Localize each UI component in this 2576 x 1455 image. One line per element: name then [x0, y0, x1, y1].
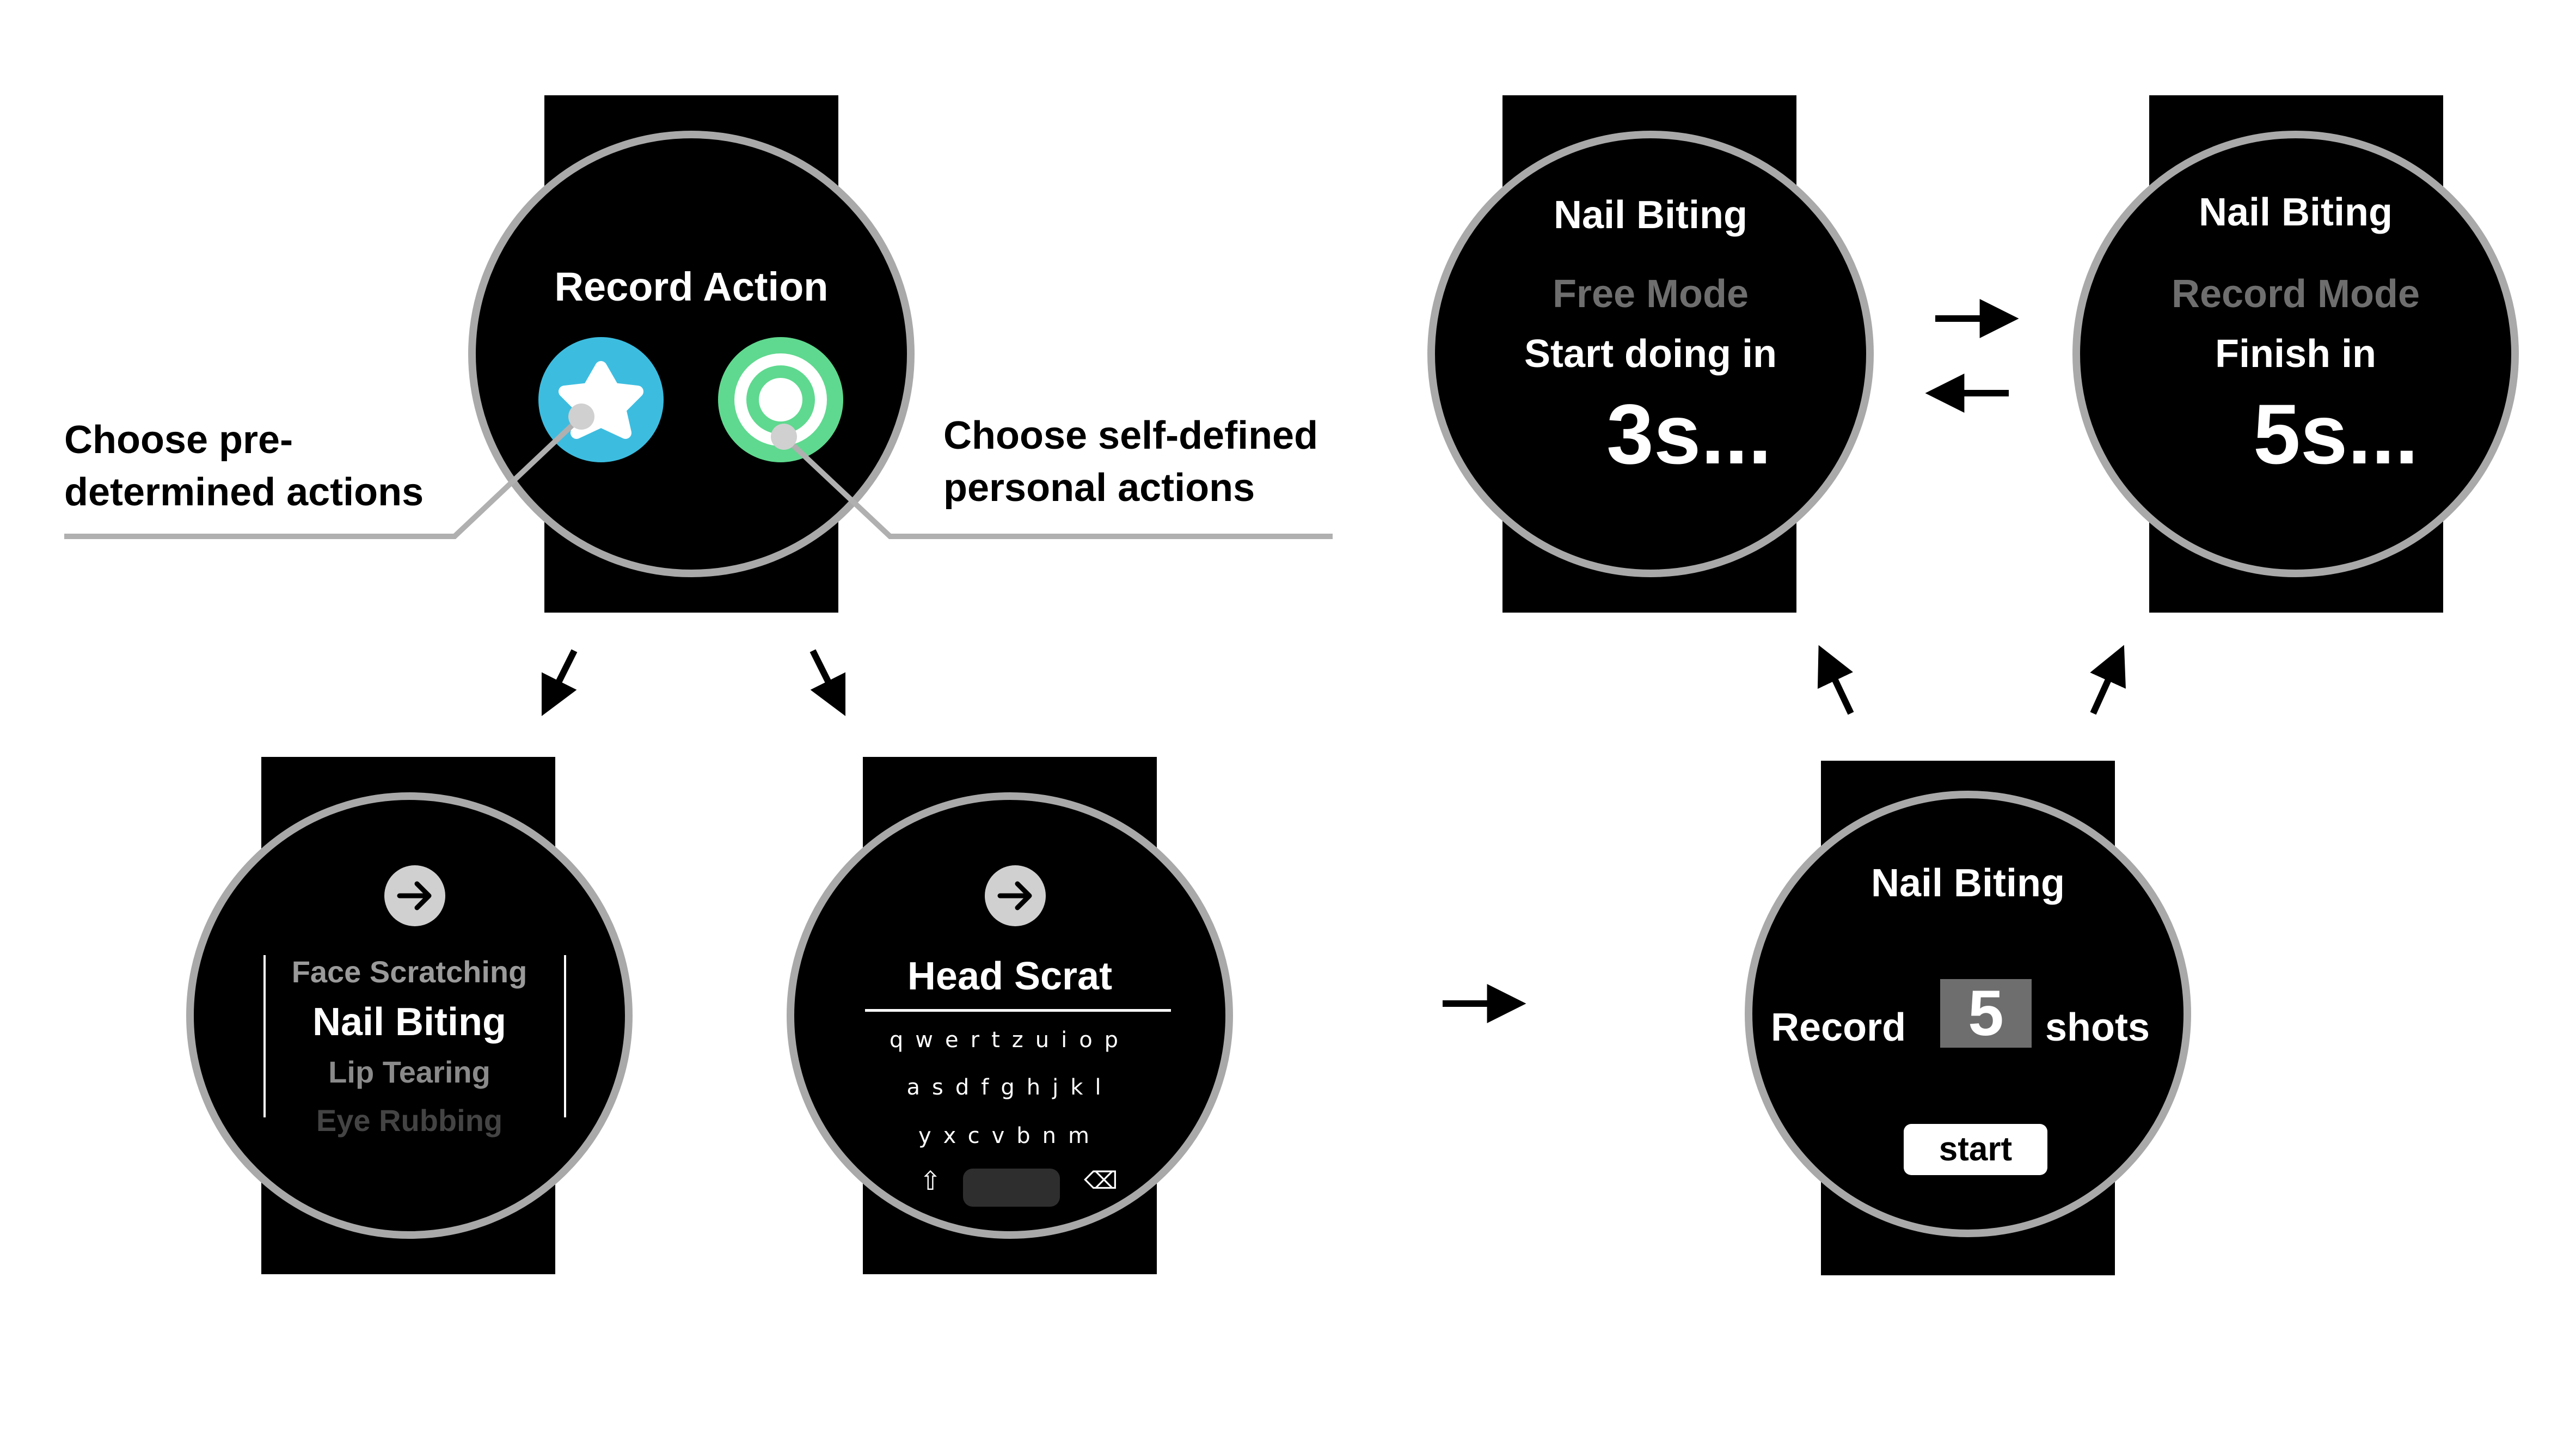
arrow-right-icon — [397, 881, 432, 910]
action-title: Nail Biting — [1871, 861, 2065, 905]
space-key[interactable] — [963, 1169, 1060, 1207]
list-item[interactable]: Eye Rubbing — [316, 1103, 503, 1138]
page-title: Record Action — [554, 264, 829, 309]
callout-dot — [568, 404, 594, 430]
input-underline — [865, 1009, 1171, 1012]
countdown-prompt: Start doing in — [1524, 332, 1777, 376]
shots-count-field[interactable]: 5 — [1940, 979, 2032, 1048]
arrow-to-keyboard — [809, 649, 846, 717]
text-input[interactable]: Head Scrat — [907, 955, 1113, 998]
arrow-to-record-mode — [2090, 645, 2126, 715]
callout-line-personal — [782, 435, 1333, 539]
list-item[interactable]: Face Scratching — [291, 955, 528, 989]
delete-key-icon[interactable]: ⌫ — [1084, 1167, 1118, 1195]
record-label: Record — [1771, 1006, 1906, 1049]
watch-face-free-mode: Nail Biting Free Mode Start doing in 3s.… — [1427, 131, 1874, 577]
countdown-prompt: Finish in — [2215, 332, 2376, 376]
predetermined-actions-button[interactable] — [538, 337, 664, 462]
keyboard-row[interactable]: yxcvbnm — [918, 1123, 1101, 1148]
target-icon — [734, 353, 827, 446]
list-item[interactable]: Lip Tearing — [328, 1055, 490, 1089]
list-item-selected[interactable]: Nail Biting — [312, 1000, 506, 1044]
arrow-to-free-mode — [1817, 645, 1854, 715]
mode-label: Record Mode — [2171, 272, 2420, 316]
list-frame-left — [263, 955, 266, 1117]
shots-label: shots — [2045, 1006, 2150, 1049]
start-button[interactable]: start — [1904, 1124, 2047, 1175]
next-button[interactable] — [985, 865, 1046, 926]
predetermined-actions-label: Choose pre- determined actions — [64, 418, 424, 514]
action-title: Nail Biting — [2199, 191, 2393, 234]
next-button[interactable] — [384, 865, 445, 926]
list-frame-right — [564, 955, 566, 1117]
arrow-right-icon — [997, 881, 1032, 910]
keyboard-row[interactable]: qwertzuiop — [889, 1028, 1131, 1053]
personal-actions-label: Choose self-defined personal actions — [943, 414, 1318, 510]
keyboard-row[interactable]: asdfghjkl — [906, 1075, 1113, 1100]
action-title: Nail Biting — [1554, 193, 1747, 237]
callout-line-predetermined — [64, 414, 584, 539]
personal-actions-button[interactable] — [718, 337, 843, 462]
watch-face-action-list: Face Scratching Nail Biting Lip Tearing … — [186, 792, 633, 1239]
countdown-value: 3s... — [1606, 387, 1772, 482]
arrow-to-list — [541, 649, 578, 717]
callout-dot — [771, 424, 797, 450]
shift-key-icon[interactable]: ⇧ — [919, 1166, 942, 1196]
countdown-value: 5s... — [2253, 387, 2419, 482]
mode-label: Free Mode — [1552, 272, 1749, 316]
